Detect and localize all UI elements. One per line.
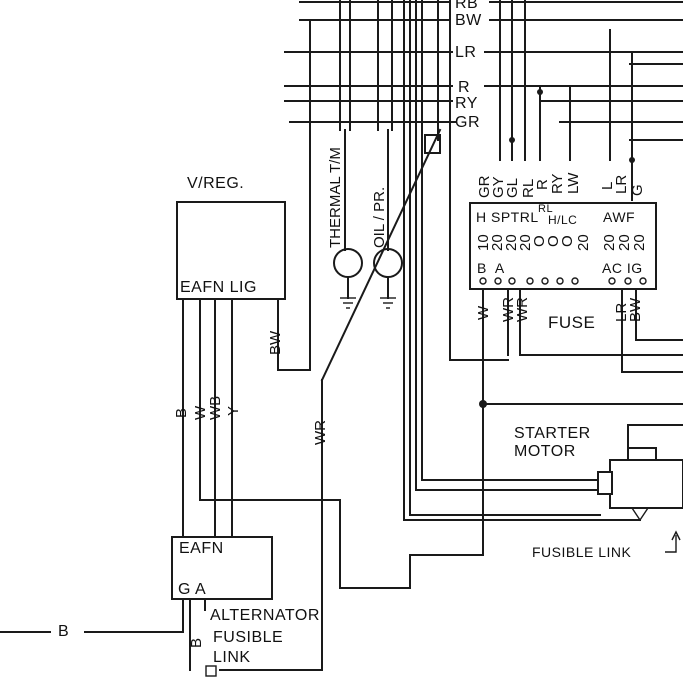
alternator-label: ALTERNATOR [210,607,320,624]
alternator-fusible-2: LINK [213,649,251,666]
fuse-rating-7: O [559,235,576,247]
wire-label-rb: RB [455,0,479,12]
fuse-bottom-left: B A [477,260,505,276]
fuse-label: FUSE [548,313,596,332]
trunk-wires [309,0,633,521]
alternator-terminals-bottom: G A [178,581,207,598]
fuse-bottom-right: AC IG [602,260,643,276]
fuse-top-wire-lw: LW [565,172,582,194]
wr-wire [219,128,442,671]
alternator-box [0,536,273,677]
fuse-rating-9: 20 [601,234,618,251]
wire-label-ry: RY [455,95,478,112]
fusible-link-right-label: FUSIBLE LINK [532,544,632,560]
vreg-title: V/REG. [187,175,245,192]
fuse-bottom-wire-w: W [475,305,492,320]
fuse-terminals-mid2: H/LC [548,213,578,227]
vreg-wire-y: Y [225,405,242,416]
wire-label-r: R [458,79,471,96]
fuse-top-wire-r: R [534,179,551,190]
fuse-top-wire-gl: GL [504,177,521,198]
vreg-wire-w: W [192,405,209,420]
top-harness [284,1,683,141]
fuse-bottom-wire-wr2: WR [514,297,531,322]
starter-motor [403,424,683,553]
wire-label-lr: LR [455,44,477,61]
fuse-terminals-mid1: RL [538,203,554,215]
starter-label-1: STARTER [514,425,591,442]
fuse-block [449,89,683,556]
alternator-fusible-wire-b: B [188,637,205,648]
fuse-rating-8: 20 [575,234,592,251]
fuse-rating-10: 20 [616,234,633,251]
alternator-terminals-top: EAFN [179,540,224,557]
fuse-top-wire-lr: LR [613,174,630,194]
fuse-top-wire-ry: RY [549,173,566,194]
gauges [333,129,403,309]
starter-label-2: MOTOR [514,443,576,460]
fuse-rating-11: 20 [631,234,648,251]
vreg-terminals: EAFN LIG [180,279,257,296]
ground-wire-b-label: B [58,623,70,640]
wr-wire-label: WR [312,420,329,445]
vreg-wire-b: B [173,407,190,418]
wire-label-gr: GR [455,114,480,131]
fuse-top-wire-g: G [629,184,646,196]
thermal-gauge-label: THERMAL T/M [327,147,344,248]
fuse-terminals-right: AWF [603,209,636,225]
oil-pressure-label: OIL / PR. [371,186,388,248]
wire-label-bw: BW [455,12,482,29]
vreg-wire-wb: WB [207,395,224,420]
fuse-bottom-wire-bw: BW [627,297,644,322]
alternator-fusible-1: FUSIBLE [213,629,284,646]
vreg-box [176,201,484,631]
vreg-bw-wire-label: BW [267,330,284,355]
fuse-terminals-left: H SPTRL [476,209,539,225]
